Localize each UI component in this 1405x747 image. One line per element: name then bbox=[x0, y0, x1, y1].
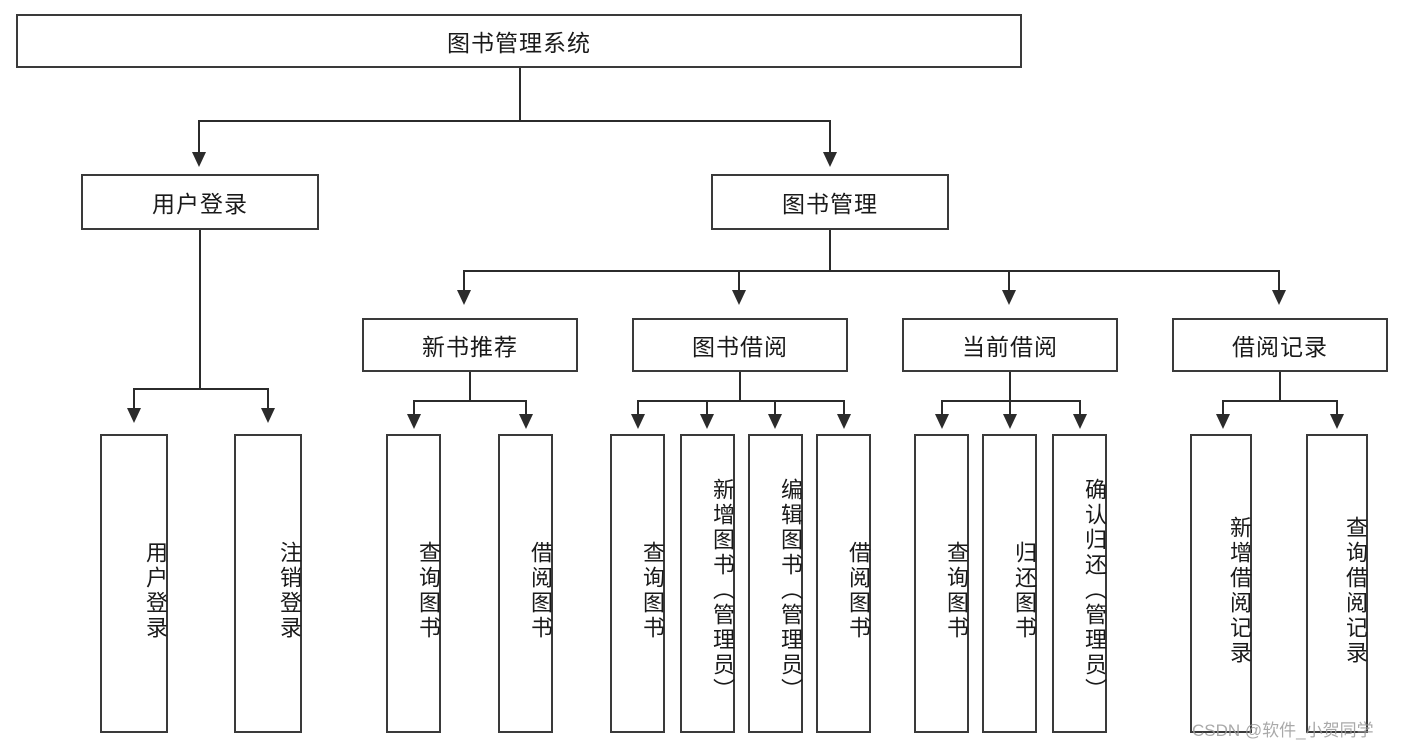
node-label: 用户登录 bbox=[152, 191, 248, 217]
leaf-label: 查询图书 bbox=[944, 540, 969, 641]
leaf-label: 借阅图书 bbox=[846, 540, 871, 641]
leaf-label: 注销登录 bbox=[277, 540, 302, 641]
edge-recommend-drop-2 bbox=[525, 400, 527, 417]
leaf-label: 借阅图书 bbox=[528, 540, 553, 641]
leaf-add-record[interactable]: 新增借阅记录 bbox=[1190, 434, 1252, 733]
arrow-to-book-borrow bbox=[732, 290, 746, 305]
leaf-query-record[interactable]: 查询借阅记录 bbox=[1306, 434, 1368, 733]
edge-root-stem bbox=[519, 68, 521, 120]
edge-record-drop-2 bbox=[1336, 400, 1338, 417]
edge-borrow-drop-4 bbox=[843, 400, 845, 417]
arrow-to-leaf-query-book-3 bbox=[935, 414, 949, 429]
node-new-book-recommend[interactable]: 新书推荐 bbox=[362, 318, 578, 372]
leaf-borrow-book-2[interactable]: 借阅图书 bbox=[816, 434, 871, 733]
edge-current-stem bbox=[1009, 372, 1011, 400]
node-borrow-record[interactable]: 借阅记录 bbox=[1172, 318, 1388, 372]
leaf-add-book[interactable]: 新增图书（管理员） bbox=[680, 434, 735, 733]
edge-record-bus bbox=[1222, 400, 1338, 402]
arrow-to-leaf-return-book bbox=[1003, 414, 1017, 429]
leaf-label: 新增借阅记录 bbox=[1227, 515, 1252, 666]
leaf-borrow-book-1[interactable]: 借阅图书 bbox=[498, 434, 553, 733]
leaf-return-book[interactable]: 归还图书 bbox=[982, 434, 1037, 733]
node-current-borrow[interactable]: 当前借阅 bbox=[902, 318, 1118, 372]
leaf-label: 新增图书（管理员） bbox=[710, 478, 735, 703]
node-label: 图书借阅 bbox=[692, 334, 788, 360]
node-user-login[interactable]: 用户登录 bbox=[81, 174, 319, 230]
leaf-label: 查询图书 bbox=[416, 540, 441, 641]
edge-record-stem bbox=[1279, 372, 1281, 400]
edge-bm-drop-1 bbox=[463, 270, 465, 292]
edge-recommend-stem bbox=[469, 372, 471, 400]
arrow-to-leaf-user-login bbox=[127, 408, 141, 423]
node-label: 新书推荐 bbox=[422, 334, 518, 360]
edge-borrow-drop-3 bbox=[774, 400, 776, 417]
node-label: 图书管理 bbox=[782, 191, 878, 217]
node-book-borrow[interactable]: 图书借阅 bbox=[632, 318, 848, 372]
edge-record-drop-1 bbox=[1222, 400, 1224, 417]
leaf-query-book-1[interactable]: 查询图书 bbox=[386, 434, 441, 733]
edge-current-drop-2 bbox=[1009, 400, 1011, 417]
edge-root-to-user-login bbox=[198, 120, 200, 154]
edge-borrow-bus bbox=[637, 400, 845, 402]
arrow-to-leaf-borrow-book-2 bbox=[837, 414, 851, 429]
leaf-label: 确认归还（管理员） bbox=[1082, 478, 1107, 703]
edge-borrow-drop-1 bbox=[637, 400, 639, 417]
edge-borrow-stem bbox=[739, 372, 741, 400]
node-label: 借阅记录 bbox=[1232, 334, 1328, 360]
arrow-to-leaf-edit-book bbox=[768, 414, 782, 429]
leaf-label: 归还图书 bbox=[1012, 540, 1037, 641]
arrow-to-leaf-query-book-2 bbox=[631, 414, 645, 429]
node-label: 图书管理系统 bbox=[447, 30, 591, 56]
edge-recommend-drop-1 bbox=[413, 400, 415, 417]
edge-root-to-book-management bbox=[829, 120, 831, 154]
arrow-to-leaf-borrow-book-1 bbox=[519, 414, 533, 429]
edge-bm-drop-2 bbox=[738, 270, 740, 292]
edge-current-drop-3 bbox=[1079, 400, 1081, 417]
arrow-to-leaf-query-book-1 bbox=[407, 414, 421, 429]
arrow-to-leaf-add-record bbox=[1216, 414, 1230, 429]
node-book-management[interactable]: 图书管理 bbox=[711, 174, 949, 230]
arrow-to-new-book-recommend bbox=[457, 290, 471, 305]
leaf-edit-book[interactable]: 编辑图书（管理员） bbox=[748, 434, 803, 733]
arrow-to-leaf-logout bbox=[261, 408, 275, 423]
edge-user-login-drop-2 bbox=[267, 388, 269, 410]
arrow-to-borrow-record bbox=[1272, 290, 1286, 305]
leaf-user-login[interactable]: 用户登录 bbox=[100, 434, 168, 733]
arrow-to-leaf-query-record bbox=[1330, 414, 1344, 429]
leaf-label: 编辑图书（管理员） bbox=[778, 478, 803, 703]
leaf-label: 查询图书 bbox=[640, 540, 665, 641]
leaf-confirm-return[interactable]: 确认归还（管理员） bbox=[1052, 434, 1107, 733]
edge-current-drop-1 bbox=[941, 400, 943, 417]
edge-borrow-drop-2 bbox=[706, 400, 708, 417]
edge-bm-drop-4 bbox=[1278, 270, 1280, 292]
leaf-query-book-2[interactable]: 查询图书 bbox=[610, 434, 665, 733]
node-label: 当前借阅 bbox=[962, 334, 1058, 360]
edge-book-management-stem bbox=[829, 230, 831, 270]
arrow-to-user-login bbox=[192, 152, 206, 167]
arrow-to-book-management bbox=[823, 152, 837, 167]
edge-book-management-bus bbox=[463, 270, 1280, 272]
leaf-query-book-3[interactable]: 查询图书 bbox=[914, 434, 969, 733]
edge-current-bus bbox=[941, 400, 1081, 402]
arrow-to-leaf-confirm-return bbox=[1073, 414, 1087, 429]
edge-root-bus bbox=[198, 120, 831, 122]
arrow-to-current-borrow bbox=[1002, 290, 1016, 305]
edge-user-login-stem bbox=[199, 230, 201, 388]
leaf-label: 用户登录 bbox=[143, 540, 168, 641]
edge-user-login-drop-1 bbox=[133, 388, 135, 410]
node-book-management-system[interactable]: 图书管理系统 bbox=[16, 14, 1022, 68]
leaf-logout[interactable]: 注销登录 bbox=[234, 434, 302, 733]
edge-user-login-bus bbox=[133, 388, 268, 390]
leaf-label: 查询借阅记录 bbox=[1343, 515, 1368, 666]
edge-recommend-bus bbox=[413, 400, 527, 402]
arrow-to-leaf-add-book bbox=[700, 414, 714, 429]
edge-bm-drop-3 bbox=[1008, 270, 1010, 292]
